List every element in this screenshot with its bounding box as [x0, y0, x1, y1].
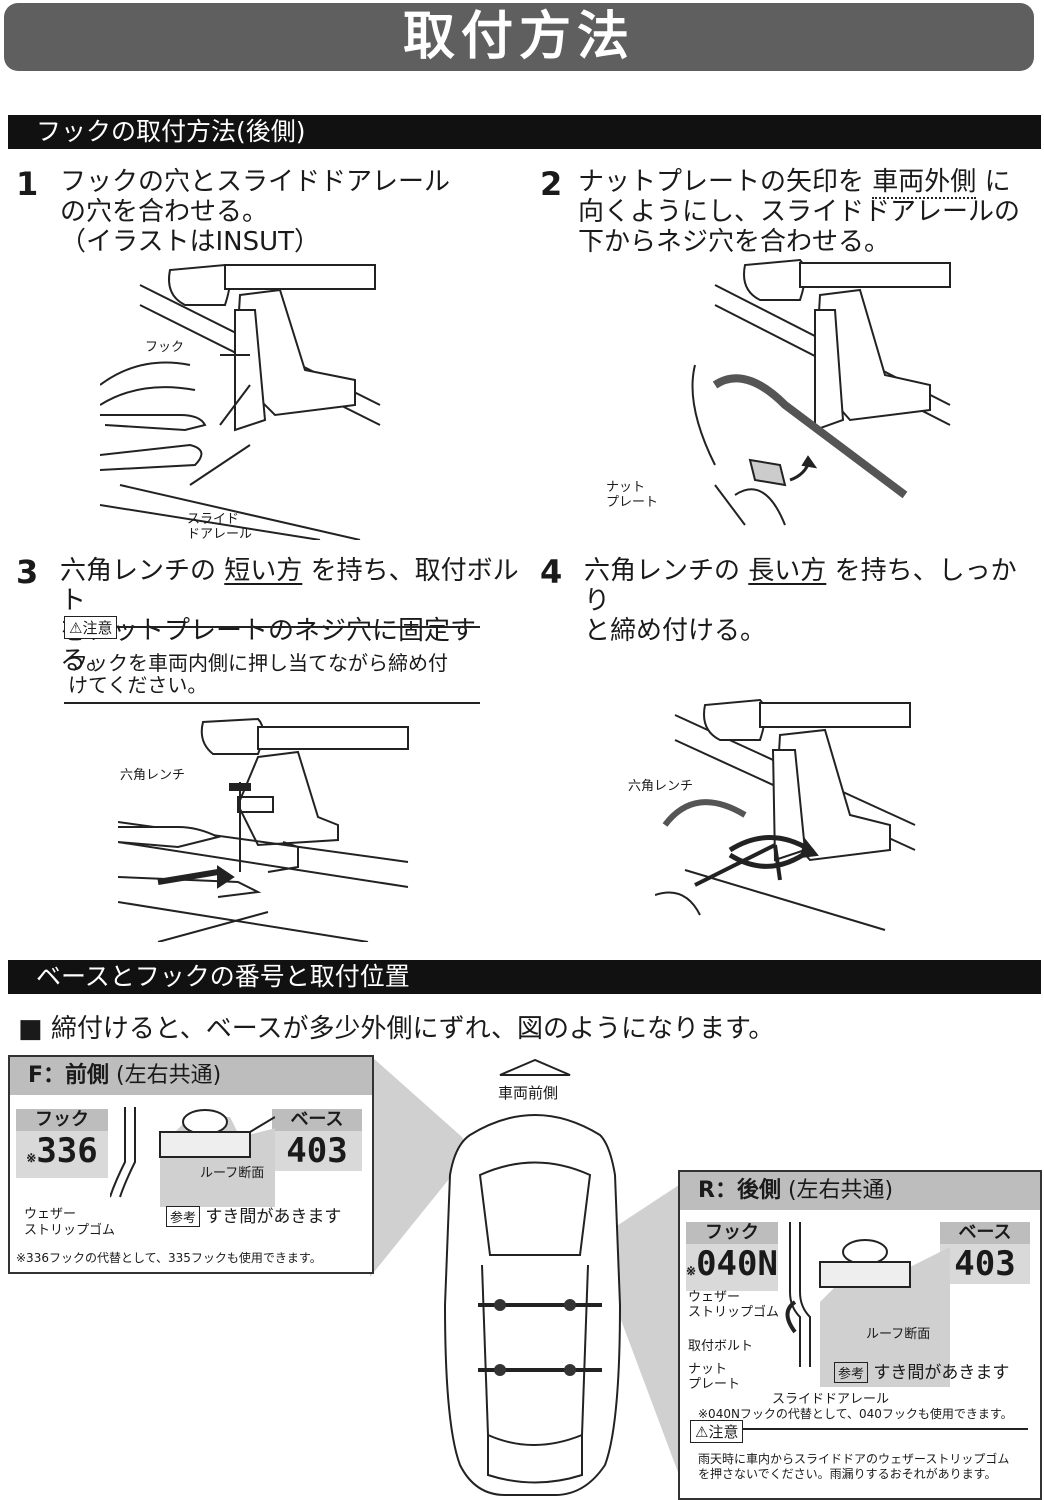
front-footnote: ※336フックの代替として、335フックも使用できます。 — [16, 1251, 322, 1265]
step-2-text: ナットプレートの矢印を 車両外側 に 向くようにし、スライドドアレールの 下から… — [578, 167, 1021, 257]
rear-weather-strip: ウェザー ストリップゴム — [688, 1290, 780, 1320]
rear-base-label: ベース — [940, 1222, 1030, 1244]
label-hex-wrench-3: 六角レンチ — [120, 768, 186, 783]
step-4-number: 4 — [540, 553, 563, 591]
rear-mounting-bolt: 取付ボルト — [688, 1339, 754, 1354]
rear-caution-text: 雨天時に車内からスライドドアのウェザーストリップゴム を押さないでください。雨漏… — [698, 1452, 1010, 1481]
section-heading-hook-install: フックの取付方法(後側) — [8, 115, 1041, 149]
caution-box: ⚠注意 フックを車両内側に押し当てながら締め付 けてください。 — [64, 616, 480, 704]
step-2-number: 2 — [540, 165, 563, 203]
front-hook-label: フック — [16, 1109, 108, 1131]
ref-badge: 参考 — [834, 1362, 869, 1383]
page-title: 取付方法 — [4, 3, 1034, 71]
rear-roof-section: ルーフ断面 — [866, 1327, 931, 1342]
caution-badge: ⚠注意 — [64, 616, 118, 639]
front-side-panel: F：前側 (左右共通) フック ※336 ベース 403 ルーフ断面 ウェザー … — [8, 1055, 374, 1274]
step-3-illustration — [118, 717, 409, 942]
vehicle-front-label: 車両前側 — [498, 1084, 559, 1102]
rear-hook-label: フック — [686, 1222, 778, 1244]
step-1-number: 1 — [16, 165, 39, 203]
rear-gap-note: 参考 すき間があきます — [834, 1358, 1009, 1383]
front-gap-note: 参考 すき間があきます — [166, 1202, 341, 1227]
front-base-number: 403 — [272, 1131, 362, 1171]
label-nut-plate: ナット プレート — [606, 480, 659, 510]
rear-caution-badge: ⚠注意 — [690, 1420, 744, 1443]
caution-text: フックを車両内側に押し当てながら締め付 けてください。 — [68, 651, 448, 697]
section-heading-base-hook-numbers: ベースとフックの番号と取付位置 — [8, 960, 1041, 994]
front-weather-strip: ウェザー ストリップゴム — [24, 1207, 116, 1238]
rear-hook-number: ※040N — [686, 1244, 778, 1291]
car-top-view — [370, 1057, 688, 1499]
shift-note: ■ 締付けると、ベースが多少外側にずれ、図のようになります。 — [18, 1014, 775, 1044]
rear-nut-plate: ナット プレート — [688, 1362, 741, 1392]
rear-caution-box: ⚠注意 雨天時に車内からスライドドアのウェザーストリップゴム を押さないでくださ… — [690, 1420, 1028, 1482]
front-roof-section: ルーフ断面 — [200, 1166, 265, 1181]
rear-base-number: 403 — [940, 1244, 1030, 1284]
front-hook-number: ※336 — [16, 1131, 108, 1178]
step-4-text: 六角レンチの 長い方 を持ち、しっかり と締め付ける。 — [584, 556, 1017, 646]
ref-badge: 参考 — [166, 1206, 201, 1227]
step-4-illustration — [655, 698, 916, 931]
label-hex-wrench-4: 六角レンチ — [628, 779, 694, 794]
front-base-label: ベース — [272, 1109, 362, 1131]
rear-footnote: ※040Nフックの代替として、040フックも使用できます。 — [698, 1407, 1013, 1421]
step-3-text: 六角レンチの 短い方 を持ち、取付ボルト をナットプレートのネジ穴に固定する。 — [60, 556, 519, 676]
step-1-illustration — [100, 263, 381, 540]
rear-panel-title: R：後側 (左右共通) — [680, 1172, 1040, 1210]
step-1-text: フックの穴とスライドドアレール の穴を合わせる。 （イラストはINSUT） — [60, 167, 451, 257]
rear-side-panel: R：後側 (左右共通) フック ※040N ベース 403 ウェザー ストリップ… — [678, 1170, 1042, 1500]
step-3-number: 3 — [16, 553, 39, 591]
front-panel-title: F：前側 (左右共通) — [10, 1057, 372, 1095]
rear-slide-door-rail: スライドドアレール — [772, 1392, 890, 1407]
label-hook: フック — [145, 340, 185, 355]
step-2-illustration — [691, 258, 951, 526]
label-slide-door-rail: スライド ドアレール — [187, 512, 253, 542]
